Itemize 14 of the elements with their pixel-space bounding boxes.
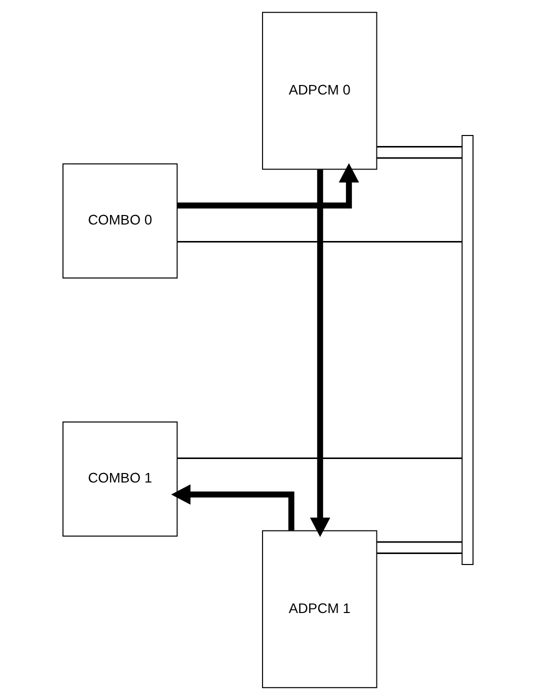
arrow bbox=[176, 163, 359, 209]
connector bbox=[176, 241, 462, 243]
connector bbox=[376, 552, 462, 554]
node-bar bbox=[461, 135, 474, 565]
node-box: ADPCM 0 bbox=[262, 12, 377, 170]
connector bbox=[376, 146, 462, 148]
arrow bbox=[310, 170, 330, 537]
connector bbox=[376, 157, 462, 159]
node-box: COMBO 0 bbox=[62, 163, 178, 279]
arrow bbox=[170, 484, 294, 530]
connector bbox=[176, 457, 462, 459]
node-box: COMBO 1 bbox=[62, 421, 178, 537]
node-box: ADPCM 1 bbox=[262, 530, 377, 688]
connector bbox=[376, 541, 462, 543]
